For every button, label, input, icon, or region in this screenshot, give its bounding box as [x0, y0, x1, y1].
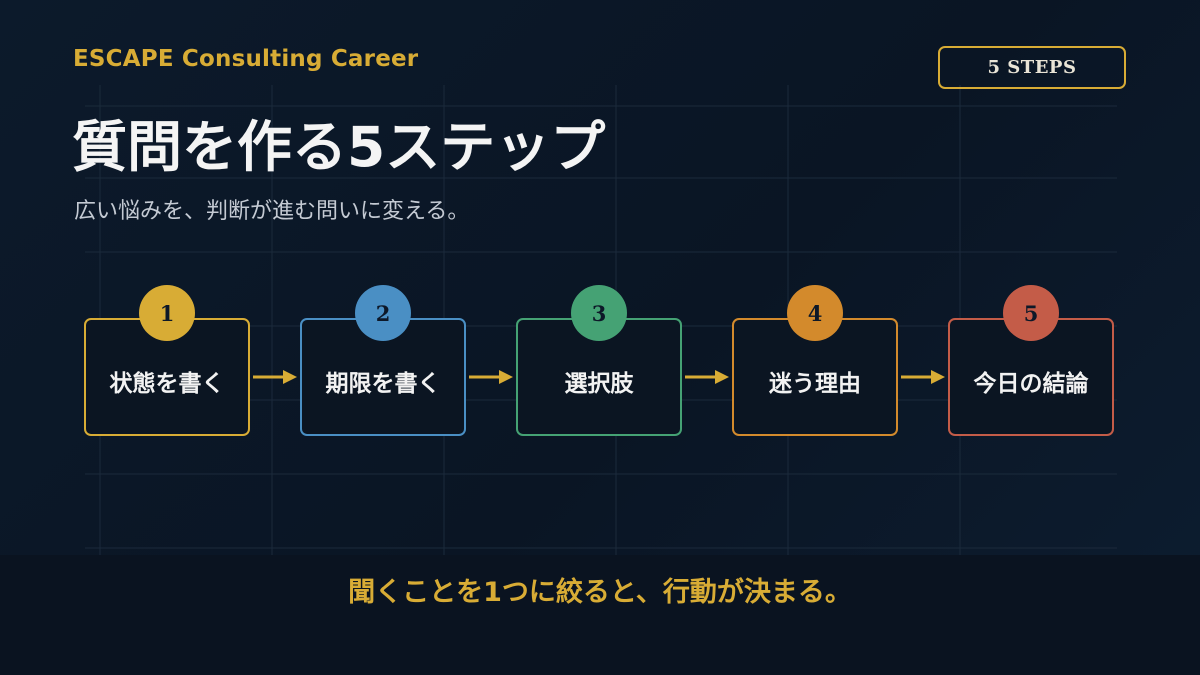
arrow-right-icon — [253, 370, 297, 384]
arrow-right-icon — [685, 370, 729, 384]
step-number: 3 — [591, 300, 607, 326]
step-number: 4 — [807, 300, 823, 326]
step-card-1: 状態を書く — [84, 318, 250, 436]
step-number-badge: 2 — [355, 285, 411, 341]
step-number-badge: 5 — [1003, 285, 1059, 341]
step-label: 迷う理由 — [769, 371, 861, 397]
step-number: 1 — [159, 300, 175, 326]
arrow-right-icon — [901, 370, 945, 384]
page-title: 質問を作る5ステップ — [72, 115, 606, 179]
arrow-right-icon — [469, 370, 513, 384]
steps-badge: 5 STEPS — [938, 46, 1126, 89]
step-number-badge: 1 — [139, 285, 195, 341]
step-number: 5 — [1023, 300, 1039, 326]
page-subtitle: 広い悩みを、判断が進む問いに変える。 — [74, 199, 470, 224]
step-label: 選択肢 — [564, 371, 634, 397]
step-number-badge: 4 — [787, 285, 843, 341]
step-label: 状態を書く — [109, 371, 225, 397]
step-label: 今日の結論 — [973, 371, 1089, 397]
step-label: 期限を書く — [325, 371, 441, 397]
step-number-badge: 3 — [571, 285, 627, 341]
step-number: 2 — [375, 300, 391, 326]
footer-bar — [0, 555, 1200, 675]
brand-name: ESCAPE Consulting Career — [73, 46, 419, 72]
footer-tagline: 聞くことを1つに絞ると、行動が決まる。 — [348, 577, 852, 608]
